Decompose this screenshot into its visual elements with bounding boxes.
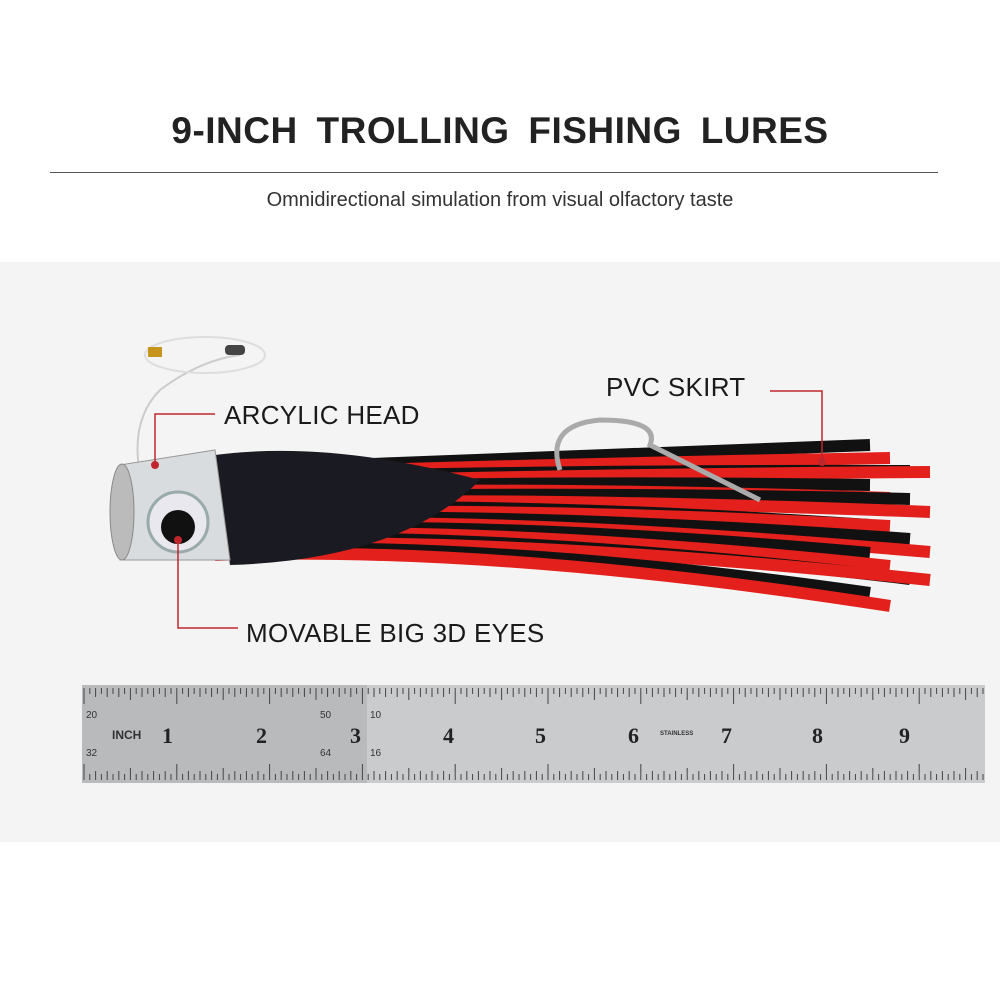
pvc-skirt <box>214 439 931 612</box>
ruler-small-label: 20 <box>86 710 98 721</box>
eye-pupil <box>161 510 195 544</box>
leader-line <box>136 354 241 476</box>
ruler-number: 4 <box>443 723 454 748</box>
ruler-small-label: 64 <box>320 748 332 759</box>
ruler-number: 3 <box>350 723 361 748</box>
ruler-number: 2 <box>256 723 267 748</box>
ruler-small-label: 16 <box>370 748 382 759</box>
callout-line-skirt <box>770 390 823 462</box>
ruler-number: 1 <box>162 723 173 748</box>
swivel <box>225 345 245 355</box>
ruler-number: 5 <box>535 723 546 748</box>
page-title: 9-INCH TROLLING FISHING LURES <box>171 110 829 151</box>
skirt-body <box>215 450 480 565</box>
hook <box>554 417 762 503</box>
ruler-number: 6 <box>628 723 639 748</box>
ruler-number: 8 <box>812 723 823 748</box>
divider <box>50 172 938 173</box>
subtitle: Omnidirectional simulation from visual o… <box>266 189 734 211</box>
callout-acrylic-head: ARCYLIC HEAD <box>224 400 420 430</box>
ruler-number: 9 <box>899 723 910 748</box>
head-face <box>109 463 135 561</box>
ruler-number: 7 <box>721 723 732 748</box>
callout-line-head <box>154 413 215 465</box>
ruler-brand: STAINLESS <box>660 731 694 737</box>
callout-3d-eyes: MOVABLE BIG 3D EYES <box>246 618 545 648</box>
callout-line-eyes <box>177 540 238 629</box>
callout-pvc-skirt: PVC SKIRT <box>606 372 746 402</box>
crimp-sleeve <box>148 347 162 357</box>
ruler-small-label: 32 <box>86 748 98 759</box>
ruler-small-label: 10 <box>370 710 382 721</box>
ruler-small-label: 50 <box>320 710 332 721</box>
ruler-unit: INCH <box>112 728 142 742</box>
leader-coil <box>144 336 266 374</box>
